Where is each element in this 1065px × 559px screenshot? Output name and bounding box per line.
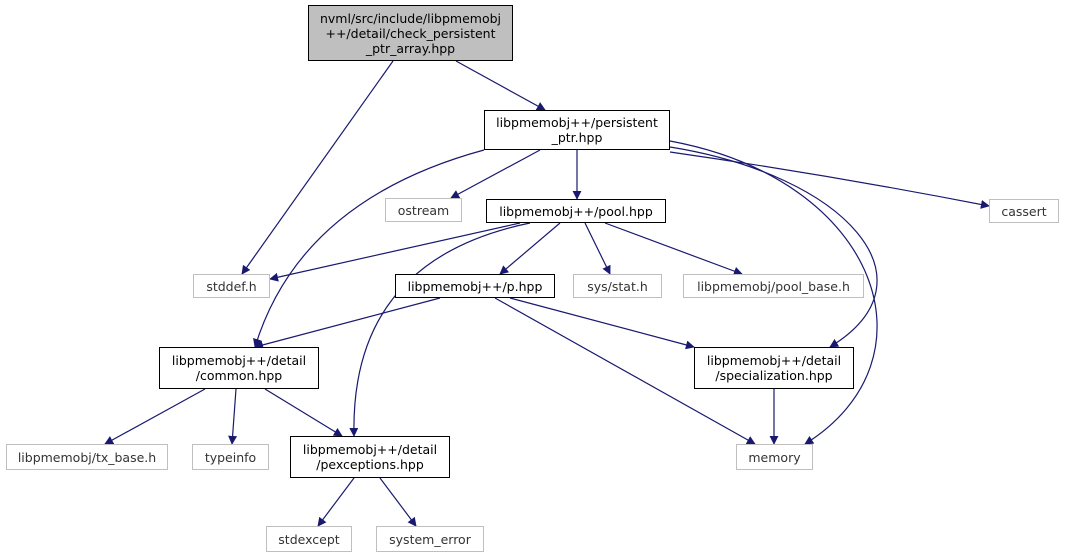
node-common-hpp[interactable]: libpmemobj++/detail /common.hpp xyxy=(159,347,319,389)
node-pool-base-h[interactable]: libpmemobj/pool_base.h xyxy=(683,274,864,298)
node-sys-stat-h[interactable]: sys/stat.h xyxy=(573,274,662,298)
node-label: libpmemobj++/detail /specialization.hpp xyxy=(706,353,842,383)
edge-p-to-common xyxy=(254,297,441,350)
edge-persistent-to-cassert xyxy=(669,151,990,209)
node-label: sys/stat.h xyxy=(587,278,648,294)
node-label: libpmemobj/pool_base.h xyxy=(697,278,850,294)
node-specialization-hpp[interactable]: libpmemobj++/detail /specialization.hpp xyxy=(694,347,854,389)
node-label: libpmemobj++/detail /common.hpp xyxy=(171,353,307,383)
edge-persistent-to-ostream xyxy=(450,149,541,199)
edge-pool-to-sysstat xyxy=(584,222,611,275)
edge-pexceptions-to-syserror xyxy=(379,477,417,527)
node-p-hpp[interactable]: libpmemobj++/p.hpp xyxy=(395,274,555,298)
node-label: libpmemobj++/persistent _ptr.hpp xyxy=(496,115,658,145)
node-typeinfo[interactable]: typeinfo xyxy=(192,444,269,470)
edge-pool-to-pexceptions xyxy=(349,222,531,437)
edge-common-to-typeinfo xyxy=(228,388,238,445)
edge-pexceptions-to-stdexcept xyxy=(317,477,355,527)
edge-persistent-to-special xyxy=(669,146,878,348)
node-label: libpmemobj++/p.hpp xyxy=(407,278,543,294)
node-label: stddef.h xyxy=(206,278,257,294)
edge-pool-to-stddef xyxy=(269,222,521,282)
node-ostream[interactable]: ostream xyxy=(385,198,462,222)
node-label: libpmemobj++/detail /pexceptions.hpp xyxy=(302,442,438,472)
node-label: libpmemobj/tx_base.h xyxy=(17,449,157,465)
node-label: libpmemobj++/pool.hpp xyxy=(499,203,653,219)
node-label: system_error xyxy=(389,531,471,547)
node-memory[interactable]: memory xyxy=(736,444,813,470)
node-pexceptions-hpp[interactable]: libpmemobj++/detail /pexceptions.hpp xyxy=(290,436,450,478)
edge-p-to-special xyxy=(509,297,695,350)
edge-root-to-persistent xyxy=(455,60,546,111)
edge-common-to-txbase xyxy=(104,388,206,445)
node-label: stdexcept xyxy=(278,531,340,547)
node-label: typeinfo xyxy=(204,449,257,465)
edge-common-to-pexceptions xyxy=(264,388,343,437)
edge-persistent-to-common xyxy=(253,149,485,348)
node-stddef-h[interactable]: stddef.h xyxy=(193,274,270,298)
node-tx-base-h[interactable]: libpmemobj/tx_base.h xyxy=(6,444,168,470)
edge-persistent-to-memory xyxy=(669,140,878,445)
node-label: cassert xyxy=(1001,203,1047,219)
node-stdexcept[interactable]: stdexcept xyxy=(266,526,352,552)
node-pool-hpp[interactable]: libpmemobj++/pool.hpp xyxy=(486,199,666,223)
node-label: memory xyxy=(748,449,801,465)
edge-p-to-memory xyxy=(494,297,756,445)
node-check-persistent-ptr-array-hpp[interactable]: nvml/src/include/libpmemobj ++/detail/ch… xyxy=(308,5,513,61)
edge-root-to-stddef xyxy=(241,60,394,275)
node-label: nvml/src/include/libpmemobj ++/detail/ch… xyxy=(319,10,502,56)
node-system-error[interactable]: system_error xyxy=(376,526,484,552)
node-cassert[interactable]: cassert xyxy=(989,199,1059,223)
edge-pool-to-p xyxy=(499,222,561,275)
node-persistent-ptr-hpp[interactable]: libpmemobj++/persistent _ptr.hpp xyxy=(484,110,670,150)
node-label: ostream xyxy=(397,202,450,218)
edge-pool-to-poolbase xyxy=(604,222,743,276)
